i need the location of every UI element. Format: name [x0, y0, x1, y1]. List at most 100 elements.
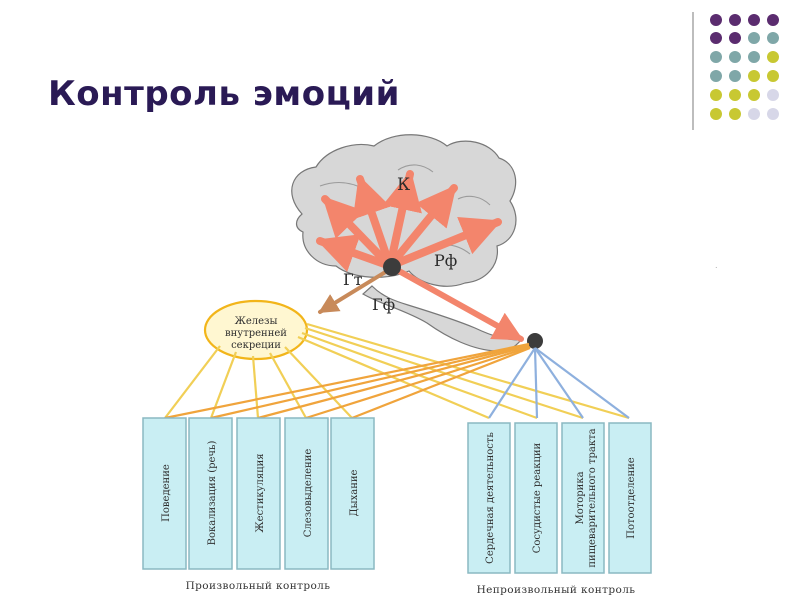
small-mark: .: [715, 261, 718, 270]
glands-label-line-3: секреции: [231, 340, 281, 351]
dot-6-1: [710, 108, 722, 120]
brain-arrow-7: [387, 263, 524, 342]
involuntary-box-3-rect: [561, 422, 605, 574]
brain-arrow-3: [352, 175, 394, 270]
dot-5-2: [729, 89, 741, 101]
voluntary-box-3-label: Жестикуляция: [255, 453, 266, 532]
hypothalamus-node: [383, 258, 401, 276]
brainstem-to-voluntary-2: [210, 343, 530, 420]
involuntary-box-2-label: Сосудистые реакции: [532, 442, 543, 553]
connection-lines-blue: [488, 347, 630, 419]
brain-label-rf: Рф: [434, 251, 457, 270]
dot-3-1: [710, 51, 722, 63]
dot-5-1: [710, 89, 722, 101]
gf-arrow: [318, 269, 389, 314]
dot-1-1: [710, 14, 722, 26]
involuntary-box-2: Сосудистые реакции: [514, 422, 558, 574]
brainstem-to-involuntary-2: [533, 347, 539, 419]
involuntary-box-3-label-line-2: пищеварительного тракта: [587, 428, 598, 567]
dot-row-4: [710, 70, 779, 82]
dot-row-6: [710, 108, 779, 120]
dot-1-4: [767, 14, 779, 26]
involuntary-box-4-label: Потоотделение: [626, 457, 637, 539]
involuntary-box-1-label: Сердечная деятельность: [485, 432, 496, 564]
voluntary-box-2-label: Вокализация (речь): [207, 441, 218, 546]
dot-3-3: [748, 51, 760, 63]
brain-arrow-5: [386, 184, 458, 270]
dot-row-5: [710, 89, 779, 101]
dot-2-2: [729, 32, 741, 44]
brainstem-to-involuntary-4: [534, 347, 630, 419]
brain-fold-2: [397, 164, 434, 173]
brain-arrow-1: [316, 234, 394, 272]
voluntary-boxes: Поведение Вокализация (речь) Жестикуляци…: [142, 417, 375, 570]
brainstem-to-involuntary-1: [488, 347, 536, 419]
involuntary-box-3: Моторика пищеварительного тракта: [561, 422, 605, 574]
voluntary-box-4-label: Слезовыделение: [303, 449, 314, 538]
dot-1-3: [748, 14, 760, 26]
dot-2-3: [748, 32, 760, 44]
brain-arrows: [316, 170, 524, 342]
gland-to-involuntary-4: [306, 322, 630, 420]
dot-2-1: [710, 32, 722, 44]
connection-lines-orange: [164, 342, 531, 420]
involuntary-group-label: Непроизвольный контроль: [477, 584, 636, 596]
involuntary-box-4-rect: [608, 422, 652, 574]
voluntary-box-1: Поведение: [142, 417, 187, 570]
dot-4-2: [729, 70, 741, 82]
brain-fold-3: [457, 195, 491, 206]
brainstem-to-voluntary-5: [351, 346, 531, 420]
glands-label-line-2: внутренней: [225, 328, 287, 339]
dot-3-4: [767, 51, 779, 63]
brain-arrow-6: [386, 217, 502, 270]
involuntary-box-4: Потоотделение: [608, 422, 652, 574]
voluntary-box-2-rect: [188, 417, 233, 570]
voluntary-box-4-rect: [284, 417, 329, 570]
brainstem-node: [527, 333, 543, 349]
dot-2-4: [767, 32, 779, 44]
dot-4-3: [748, 70, 760, 82]
voluntary-box-1-label: Поведение: [161, 464, 172, 522]
brainstem-to-involuntary-3: [534, 347, 584, 419]
dot-5-3: [748, 89, 760, 101]
gland-to-involuntary-1: [297, 335, 490, 420]
voluntary-group-label: Произвольный контроль: [186, 580, 331, 592]
dot-6-3: [748, 108, 760, 120]
involuntary-box-2-rect: [514, 422, 558, 574]
involuntary-box-1-rect: [467, 422, 511, 574]
brain-label-gt: Гт: [343, 270, 363, 289]
voluntary-box-2: Вокализация (речь): [188, 417, 233, 570]
dot-4-4: [767, 70, 779, 82]
dot-row-3: [710, 51, 779, 63]
dot-5-4: [767, 89, 779, 101]
voluntary-box-4: Слезовыделение: [284, 417, 329, 570]
brain-group: К Рф Гт Гф: [291, 134, 543, 352]
brainstem-to-voluntary-4: [305, 345, 531, 420]
dot-6-2: [729, 108, 741, 120]
involuntary-box-1: Сердечная деятельность: [467, 422, 511, 574]
brain-label-k: К: [397, 175, 410, 195]
divider-line: [692, 12, 694, 130]
dot-row-1: [710, 14, 779, 26]
involuntary-boxes: Сердечная деятельность Сосудистые реакци…: [467, 422, 652, 574]
dot-4-1: [710, 70, 722, 82]
involuntary-box-3-label-line-1: Моторика: [575, 471, 586, 524]
glands-ellipse: [203, 299, 309, 361]
voluntary-box-5-label: Дыхание: [349, 469, 360, 516]
glands-group: Железы внутренней секреции: [203, 299, 309, 361]
dot-6-4: [767, 108, 779, 120]
glands-label-line-1: Железы: [235, 316, 278, 327]
brain-arrow-4: [382, 170, 422, 270]
voluntary-box-3: Жестикуляция: [236, 417, 281, 570]
brainstem-to-voluntary-1: [164, 342, 530, 420]
voluntary-box-3-rect: [236, 417, 281, 570]
brain-label-gf: Гф: [372, 295, 395, 314]
voluntary-box-5: Дыхание: [330, 417, 375, 570]
brain-arrow-2: [321, 195, 394, 270]
gland-to-voluntary-1: [164, 345, 221, 419]
slide-title: Контроль эмоций: [48, 74, 400, 114]
dot-3-2: [729, 51, 741, 63]
